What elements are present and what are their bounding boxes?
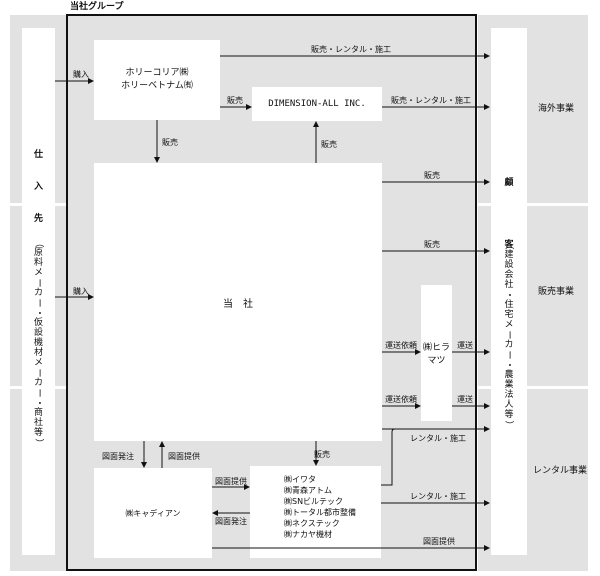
supplier-detail-char: メ: [33, 358, 43, 368]
company-box: 当 社: [94, 163, 382, 441]
label-transport-request-1: 運送依頼: [385, 341, 417, 350]
supplier-detail-char: メ: [33, 268, 43, 278]
label-transport-1: 運送: [457, 341, 473, 350]
subsidiary-item: ㈱SNビルテック: [284, 497, 344, 506]
supplier-title: 仕入先: [22, 150, 55, 246]
cadian-box: ㈱キャディアン: [94, 468, 212, 558]
subsidiary-item: ㈱ナカヤ機材: [284, 530, 332, 539]
label-company-to-dimension: 販売: [321, 140, 337, 149]
customer-title: 顧客: [491, 178, 527, 302]
customer-chars-char: 客: [504, 240, 514, 250]
supplier-detail-char: 設: [33, 328, 43, 338]
supplier-detail-char: カ: [33, 288, 43, 298]
label-drawing-provision-top: 図面提供: [168, 452, 200, 461]
customer-detail-char: 建: [504, 250, 514, 260]
supplier-detail-char: 機: [33, 338, 43, 348]
customer-detail: （建設会社・住宅メーカー・農業法人等）: [491, 240, 527, 430]
supplier-detail-char: 商: [33, 408, 43, 418]
customer-detail-char: 法: [504, 390, 514, 400]
subsidiary-item: ㈱青森アトム: [284, 486, 332, 495]
dimension-all-label: DIMENSION-ALL INC.: [268, 99, 366, 109]
label-transport-request-2: 運送依頼: [385, 395, 417, 404]
label-purchase-top: 購入: [73, 70, 89, 79]
supplier-detail: （原料メーカー・仮設機材メーカー・商社等）: [22, 238, 55, 448]
company-group-label: 当社グループ: [70, 2, 124, 12]
label-company-rental: レンタル・施工: [410, 434, 466, 443]
cadian-label: ㈱キャディアン: [125, 508, 181, 518]
hiramatsu-label: ㈱ヒラマツ: [422, 343, 450, 366]
company-label: 当 社: [223, 298, 253, 310]
subsidiaries-list: ㈱イワタ㈱青森アトム㈱SNビルテック㈱トータル都市整備㈱ネクステック㈱ナカヤ機材: [284, 474, 356, 540]
subsidiary-item: ㈱トータル都市整備: [284, 508, 356, 517]
supplier-chars-char: 先: [33, 214, 43, 224]
hory-korea-label: ホリーコリア㈱: [125, 68, 189, 78]
label-company-to-subsidiaries: 販売: [314, 450, 330, 459]
dimension-all-box: DIMENSION-ALL INC.: [252, 87, 382, 121]
hory-vietnam-label: ホリーベトナム㈲: [121, 81, 193, 91]
customer-detail-char: 設: [504, 260, 514, 270]
label-dimension-to-customer: 販売・レンタル・施工: [391, 96, 471, 105]
customer-chars-char: 顧: [504, 178, 514, 188]
label-hory-to-customer: 販売・レンタル・施工: [311, 45, 391, 54]
supplier-detail-char: 材: [33, 348, 43, 358]
label-subsidiaries-rental: レンタル・施工: [410, 492, 466, 501]
label-hory-to-company: 販売: [162, 138, 178, 147]
label-drawing-order-mid: 図面発注: [215, 517, 247, 526]
supplier-detail-char: 仮: [33, 318, 43, 328]
label-drawing-provision-mid: 図面提供: [215, 477, 247, 486]
supplier-detail-char: 等: [33, 428, 43, 438]
label-purchase-middle: 購入: [73, 287, 89, 296]
subsidiaries-box: ㈱イワタ㈱青森アトム㈱SNビルテック㈱トータル都市整備㈱ネクステック㈱ナカヤ機材: [250, 466, 381, 558]
segment-overseas: 海外事業: [538, 104, 575, 114]
customer-box: [491, 28, 527, 555]
label-drawing-provision-bottom: 図面提供: [423, 537, 455, 546]
label-hory-to-dimension: 販売: [227, 96, 243, 105]
supplier-box: [22, 28, 55, 555]
customer-detail-char: 会: [504, 270, 514, 280]
supplier-detail-char: 原: [33, 248, 43, 258]
supplier-detail-char: カ: [33, 378, 43, 388]
subsidiary-item: ㈱ネクステック: [284, 519, 340, 528]
label-company-sales-1: 販売: [424, 171, 440, 180]
customer-detail-char: 人: [504, 400, 514, 410]
customer-detail-char: 宅: [504, 310, 514, 320]
supplier-detail-char: 料: [33, 258, 43, 268]
supplier-chars-char: 仕: [33, 150, 43, 160]
segment-sales: 販売事業: [538, 287, 575, 297]
customer-detail-char: メ: [504, 320, 514, 330]
label-company-sales-2: 販売: [424, 240, 440, 249]
customer-detail-char: 社: [504, 280, 514, 290]
customer-detail-char: 等: [504, 410, 514, 420]
subsidiary-item: ㈱イワタ: [284, 475, 316, 484]
customer-detail-char: カ: [504, 340, 514, 350]
hiramatsu-box: ㈱ヒラマツ: [421, 285, 452, 421]
hory-korea-vietnam-box: ホリーコリア㈱ ホリーベトナム㈲: [94, 40, 220, 120]
customer-detail-char: 農: [504, 370, 514, 380]
label-drawing-order-top: 図面発注: [102, 452, 134, 461]
customer-detail-char: 住: [504, 300, 514, 310]
supplier-detail-char: 社: [33, 418, 43, 428]
customer-detail-char: 業: [504, 380, 514, 390]
supplier-chars-char: 入: [33, 182, 43, 192]
label-transport-2: 運送: [457, 395, 473, 404]
segment-rental: レンタル事業: [533, 466, 588, 476]
